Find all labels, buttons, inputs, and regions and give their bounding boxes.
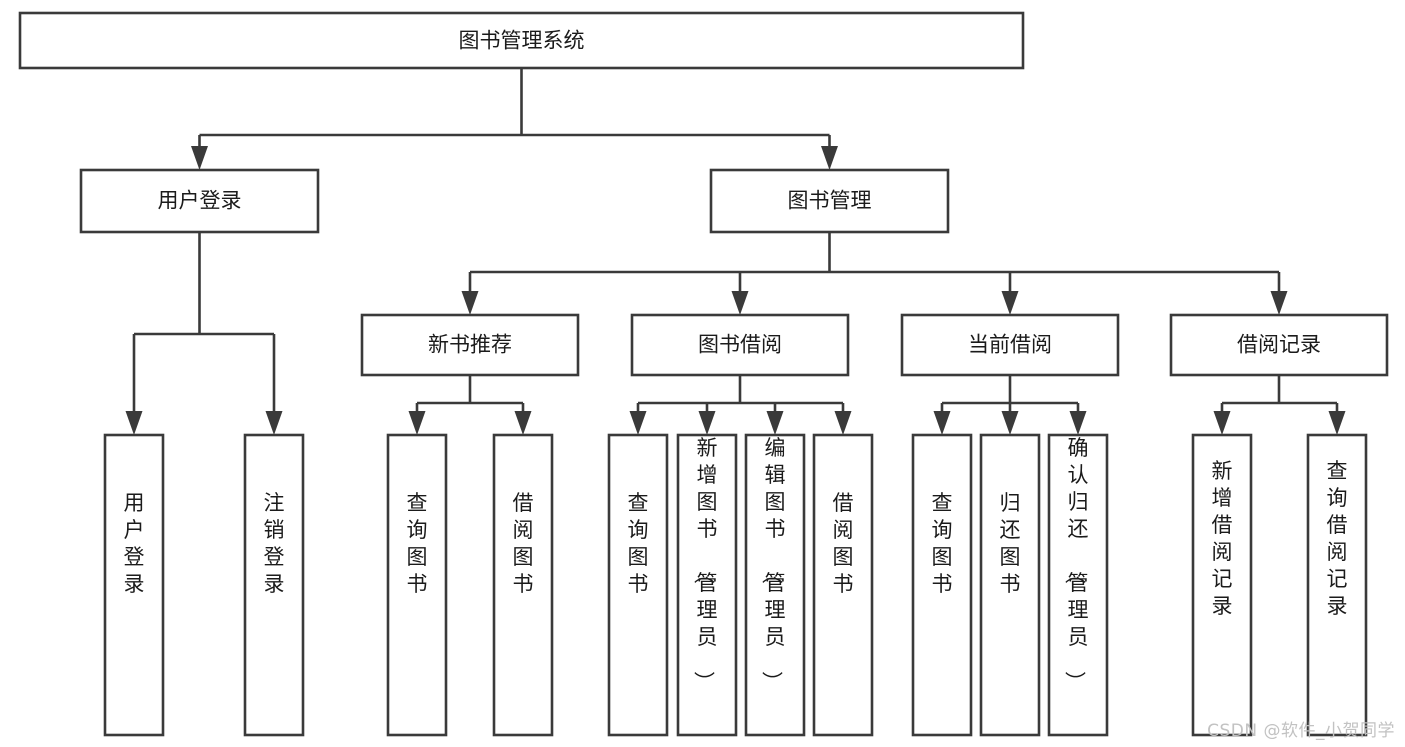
arrow-head-current-leaf-1 xyxy=(933,411,951,435)
connector-layer xyxy=(125,68,1346,435)
leaf-user-login-2[interactable]: 注销登录 xyxy=(243,433,305,737)
leaf-book-borrow-4-label: 借阅图书 xyxy=(833,491,854,596)
leaf-book-borrow-1-label: 查询图书 xyxy=(628,491,649,596)
arrow-head-user-login-leaf-1 xyxy=(125,411,143,435)
node-borrow-records-label: 借阅记录 xyxy=(1237,333,1321,357)
arrow-head-borrow-leaf-1 xyxy=(629,411,647,435)
arrow-head-book-mgmt-to-records xyxy=(1270,291,1288,315)
leaf-book-borrow-3-box[interactable] xyxy=(744,433,806,737)
node-book-management[interactable]: 图书管理 xyxy=(709,168,950,234)
node-book-management-label: 图书管理 xyxy=(788,189,872,213)
node-user-login-box[interactable] xyxy=(79,168,320,234)
leaf-current-borrow-1[interactable]: 查询图书 xyxy=(911,433,973,737)
leaf-new-book-1-box[interactable] xyxy=(386,433,448,737)
arrow-head-book-mgmt-to-new-book xyxy=(461,291,479,315)
leaf-borrow-records-2[interactable]: 查询借阅记录 xyxy=(1306,433,1368,737)
leaf-book-borrow-3-label: 编辑图书（管理员） xyxy=(760,436,786,692)
node-root-label: 图书管理系统 xyxy=(459,29,585,53)
leaf-user-login-2-box[interactable] xyxy=(243,433,305,737)
node-root[interactable]: 图书管理系统 xyxy=(18,11,1025,70)
node-root-box[interactable] xyxy=(18,11,1025,70)
leaf-user-login-1-label: 用户登录 xyxy=(124,491,145,596)
arrow-head-new-book-leaf-1 xyxy=(408,411,426,435)
arrow-head-book-mgmt-to-current xyxy=(1001,291,1019,315)
leaf-book-borrow-2[interactable]: 新增图书（管理员） xyxy=(676,433,738,737)
leaf-current-borrow-1-box[interactable] xyxy=(911,433,973,737)
node-book-borrow[interactable]: 图书借阅 xyxy=(630,313,850,377)
arrow-head-records-leaf-1 xyxy=(1213,411,1231,435)
arrow-head-current-leaf-3 xyxy=(1069,411,1087,435)
arrow-head-borrow-leaf-3 xyxy=(766,411,784,435)
leaf-book-borrow-2-label: 新增图书（管理员） xyxy=(692,436,718,692)
leaf-borrow-records-1-box[interactable] xyxy=(1191,433,1253,737)
leaf-new-book-1[interactable]: 查询图书 xyxy=(386,433,448,737)
leaf-new-book-2-box[interactable] xyxy=(492,433,554,737)
node-book-borrow-label: 图书借阅 xyxy=(698,333,782,357)
node-borrow-records[interactable]: 借阅记录 xyxy=(1169,313,1389,377)
node-user-login-label: 用户登录 xyxy=(158,189,242,213)
leaf-new-book-2-label: 借阅图书 xyxy=(513,491,534,596)
node-current-borrow-label: 当前借阅 xyxy=(968,333,1052,357)
leaf-borrow-records-2-box[interactable] xyxy=(1306,433,1368,737)
leaf-book-borrow-1[interactable]: 查询图书 xyxy=(607,433,669,737)
leaf-book-borrow-4[interactable]: 借阅图书 xyxy=(812,433,874,737)
arrow-head-current-leaf-2 xyxy=(1001,411,1019,435)
leaf-borrow-records-2-label: 查询借阅记录 xyxy=(1327,459,1348,618)
node-current-borrow-box[interactable] xyxy=(900,313,1120,377)
leaf-user-login-2-label: 注销登录 xyxy=(264,491,285,596)
leaf-current-borrow-2[interactable]: 归还图书 xyxy=(979,433,1041,737)
leaf-borrow-records-1-label: 新增借阅记录 xyxy=(1212,459,1233,618)
leaf-user-login-1[interactable]: 用户登录 xyxy=(103,433,165,737)
leaf-book-borrow-2-box[interactable] xyxy=(676,433,738,737)
arrow-head-root-to-user-login xyxy=(191,146,208,170)
leaf-user-login-1-box[interactable] xyxy=(103,433,165,737)
node-book-borrow-box[interactable] xyxy=(630,313,850,377)
leaf-current-borrow-3[interactable]: 确认归还（管理员） xyxy=(1047,433,1109,737)
leaf-current-borrow-3-box[interactable] xyxy=(1047,433,1109,737)
node-book-management-box[interactable] xyxy=(709,168,950,234)
node-new-book-recommend-label: 新书推荐 xyxy=(428,333,512,357)
leaf-new-book-1-label: 查询图书 xyxy=(407,491,428,596)
node-borrow-records-box[interactable] xyxy=(1169,313,1389,377)
leaf-book-borrow-1-box[interactable] xyxy=(607,433,669,737)
leaf-new-book-2[interactable]: 借阅图书 xyxy=(492,433,554,737)
leaf-borrow-records-1[interactable]: 新增借阅记录 xyxy=(1191,433,1253,737)
leaf-book-borrow-4-box[interactable] xyxy=(812,433,874,737)
arrow-head-records-leaf-2 xyxy=(1328,411,1346,435)
arrow-head-root-to-book-mgmt xyxy=(821,146,838,170)
arrow-head-new-book-leaf-2 xyxy=(514,411,532,435)
arrow-head-book-mgmt-to-borrow xyxy=(731,291,749,315)
leaf-current-borrow-2-label: 归还图书 xyxy=(1000,491,1021,596)
leaf-current-borrow-2-box[interactable] xyxy=(979,433,1041,737)
arrow-head-borrow-leaf-2 xyxy=(698,411,716,435)
leaf-current-borrow-1-label: 查询图书 xyxy=(932,491,953,596)
arrow-head-user-login-leaf-2 xyxy=(265,411,283,435)
leaf-current-borrow-3-label: 确认归还（管理员） xyxy=(1063,436,1089,692)
node-new-book-recommend[interactable]: 新书推荐 xyxy=(360,313,580,377)
leaf-book-borrow-3[interactable]: 编辑图书（管理员） xyxy=(744,433,806,737)
node-new-book-recommend-box[interactable] xyxy=(360,313,580,377)
node-user-login[interactable]: 用户登录 xyxy=(79,168,320,234)
arrow-head-borrow-leaf-4 xyxy=(834,411,852,435)
node-current-borrow[interactable]: 当前借阅 xyxy=(900,313,1120,377)
